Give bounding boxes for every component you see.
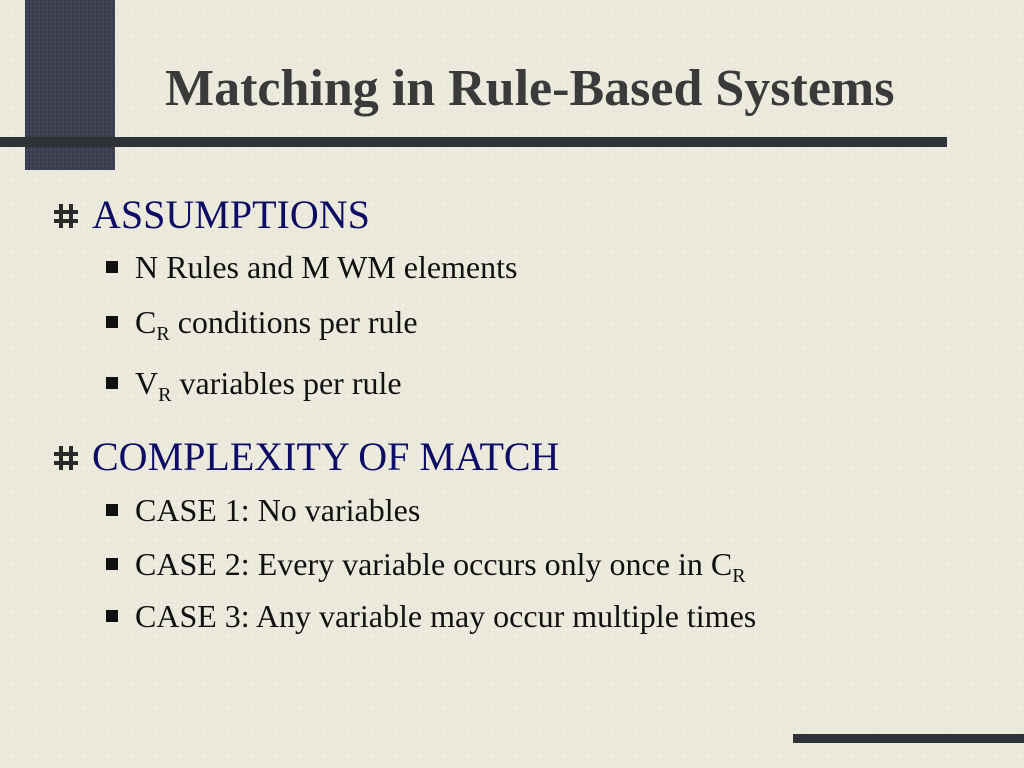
subscript: R [156, 322, 170, 345]
section-heading: ASSUMPTIONS [92, 191, 370, 237]
list-item: CASE 2: Every variable occurs only once … [106, 538, 756, 590]
subscript: R [732, 564, 746, 587]
item-text: CASE 1: No variables [135, 491, 421, 528]
list-item: CASE 3: Any variable may occur multiple … [106, 590, 756, 642]
square-bullet-icon [106, 316, 118, 328]
list-item: CASE 1: No variables [106, 482, 756, 538]
item-text: CR conditions per rule [135, 303, 418, 345]
item-text: CASE 3: Any variable may occur multiple … [135, 597, 757, 634]
square-bullet-icon [106, 504, 118, 516]
square-bullet-icon [106, 610, 118, 622]
section-heading-row: COMPLEXITY OF MATCH [52, 430, 756, 482]
list-item: N Rules and M WM elements [106, 240, 517, 294]
square-bullet-icon [106, 558, 118, 570]
square-bullet-icon [106, 377, 118, 389]
section-assumptions: ASSUMPTIONS N Rules and M WM elements CR… [52, 188, 517, 416]
square-bullet-icon [106, 261, 118, 273]
item-text: VR variables per rule [135, 364, 402, 406]
list-item: VR variables per rule [106, 350, 517, 416]
bullet-list: CASE 1: No variables CASE 2: Every varia… [52, 482, 756, 642]
list-item: CR conditions per rule [106, 294, 517, 350]
section-heading-row: ASSUMPTIONS [52, 188, 517, 240]
hash-bullet-icon [54, 204, 78, 228]
section-complexity: COMPLEXITY OF MATCH CASE 1: No variables… [52, 430, 756, 642]
hash-bullet-icon [54, 446, 78, 470]
subscript: R [158, 383, 172, 406]
item-text: CASE 2: Every variable occurs only once … [135, 545, 746, 587]
slide-title: Matching in Rule-Based Systems [165, 60, 895, 117]
item-text: N Rules and M WM elements [135, 248, 518, 285]
footer-rule [793, 734, 1024, 743]
section-heading: COMPLEXITY OF MATCH [92, 433, 560, 479]
bullet-list: N Rules and M WM elements CR conditions … [52, 240, 517, 416]
title-underline-rule [0, 137, 947, 147]
